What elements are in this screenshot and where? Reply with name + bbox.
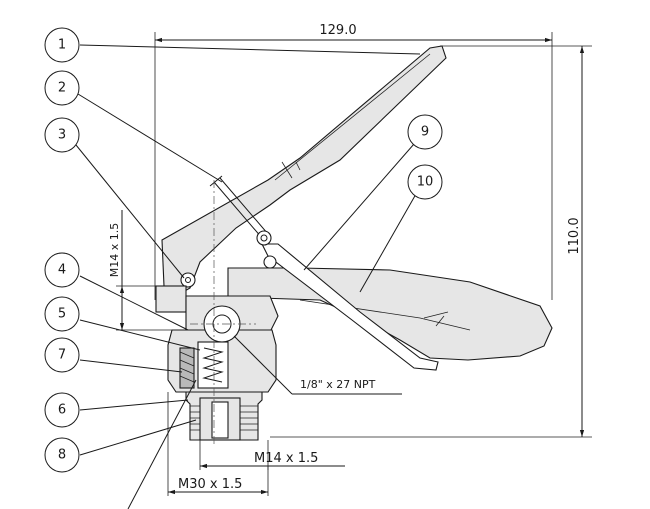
dimension-left-thread: M14 x 1.5 (108, 210, 172, 331)
dimension-npt: 1/8" x 27 NPT (233, 335, 402, 395)
svg-text:3: 3 (58, 128, 66, 143)
callout-3: 3 (44, 117, 80, 153)
dimension-110: 110.0 (270, 45, 592, 438)
svg-text:8: 8 (58, 448, 66, 463)
lever-assembly (161, 45, 553, 371)
svg-text:4: 4 (58, 263, 66, 278)
pivot-pin-upper (256, 230, 272, 246)
callout-5: 5 (44, 296, 80, 332)
pivot-pin-lower (180, 272, 196, 288)
valve-body (155, 285, 279, 441)
svg-text:6: 6 (58, 403, 66, 418)
svg-text:1: 1 (58, 38, 66, 53)
dimension-bottom-thread: M14 x 1.5 (199, 440, 345, 470)
dim-bottom-thread: M14 x 1.5 (254, 451, 318, 466)
svg-text:9: 9 (421, 125, 429, 140)
svg-text:10: 10 (417, 175, 434, 190)
dim-overall-width: 129.0 (319, 23, 356, 38)
callout-8: 8 (44, 437, 80, 473)
callout-1: 1 (44, 27, 80, 63)
spring-rod (213, 177, 269, 239)
linkage-arm (261, 243, 439, 371)
callout-9: 9 (407, 114, 443, 150)
svg-text:7: 7 (58, 348, 66, 363)
dim-overall-height: 110.0 (567, 217, 582, 254)
dim-left-thread: M14 x 1.5 (108, 223, 121, 277)
svg-text:2: 2 (58, 81, 66, 96)
leader-lines (75, 44, 421, 509)
dimension-base-thread: M30 x 1.5 (167, 392, 269, 496)
callout-2: 2 (44, 70, 80, 106)
dim-base-thread: M30 x 1.5 (178, 477, 242, 492)
callout-10: 10 (407, 164, 443, 200)
dim-npt-port: 1/8" x 27 NPT (300, 378, 376, 391)
lower-lever (227, 267, 553, 361)
svg-text:5: 5 (58, 307, 66, 322)
callout-4: 4 (44, 252, 80, 288)
dimension-129: 129.0 (154, 23, 553, 300)
callout-6: 6 (44, 392, 80, 428)
callout-7: 7 (44, 337, 80, 373)
pivot-pin-link (263, 255, 277, 269)
